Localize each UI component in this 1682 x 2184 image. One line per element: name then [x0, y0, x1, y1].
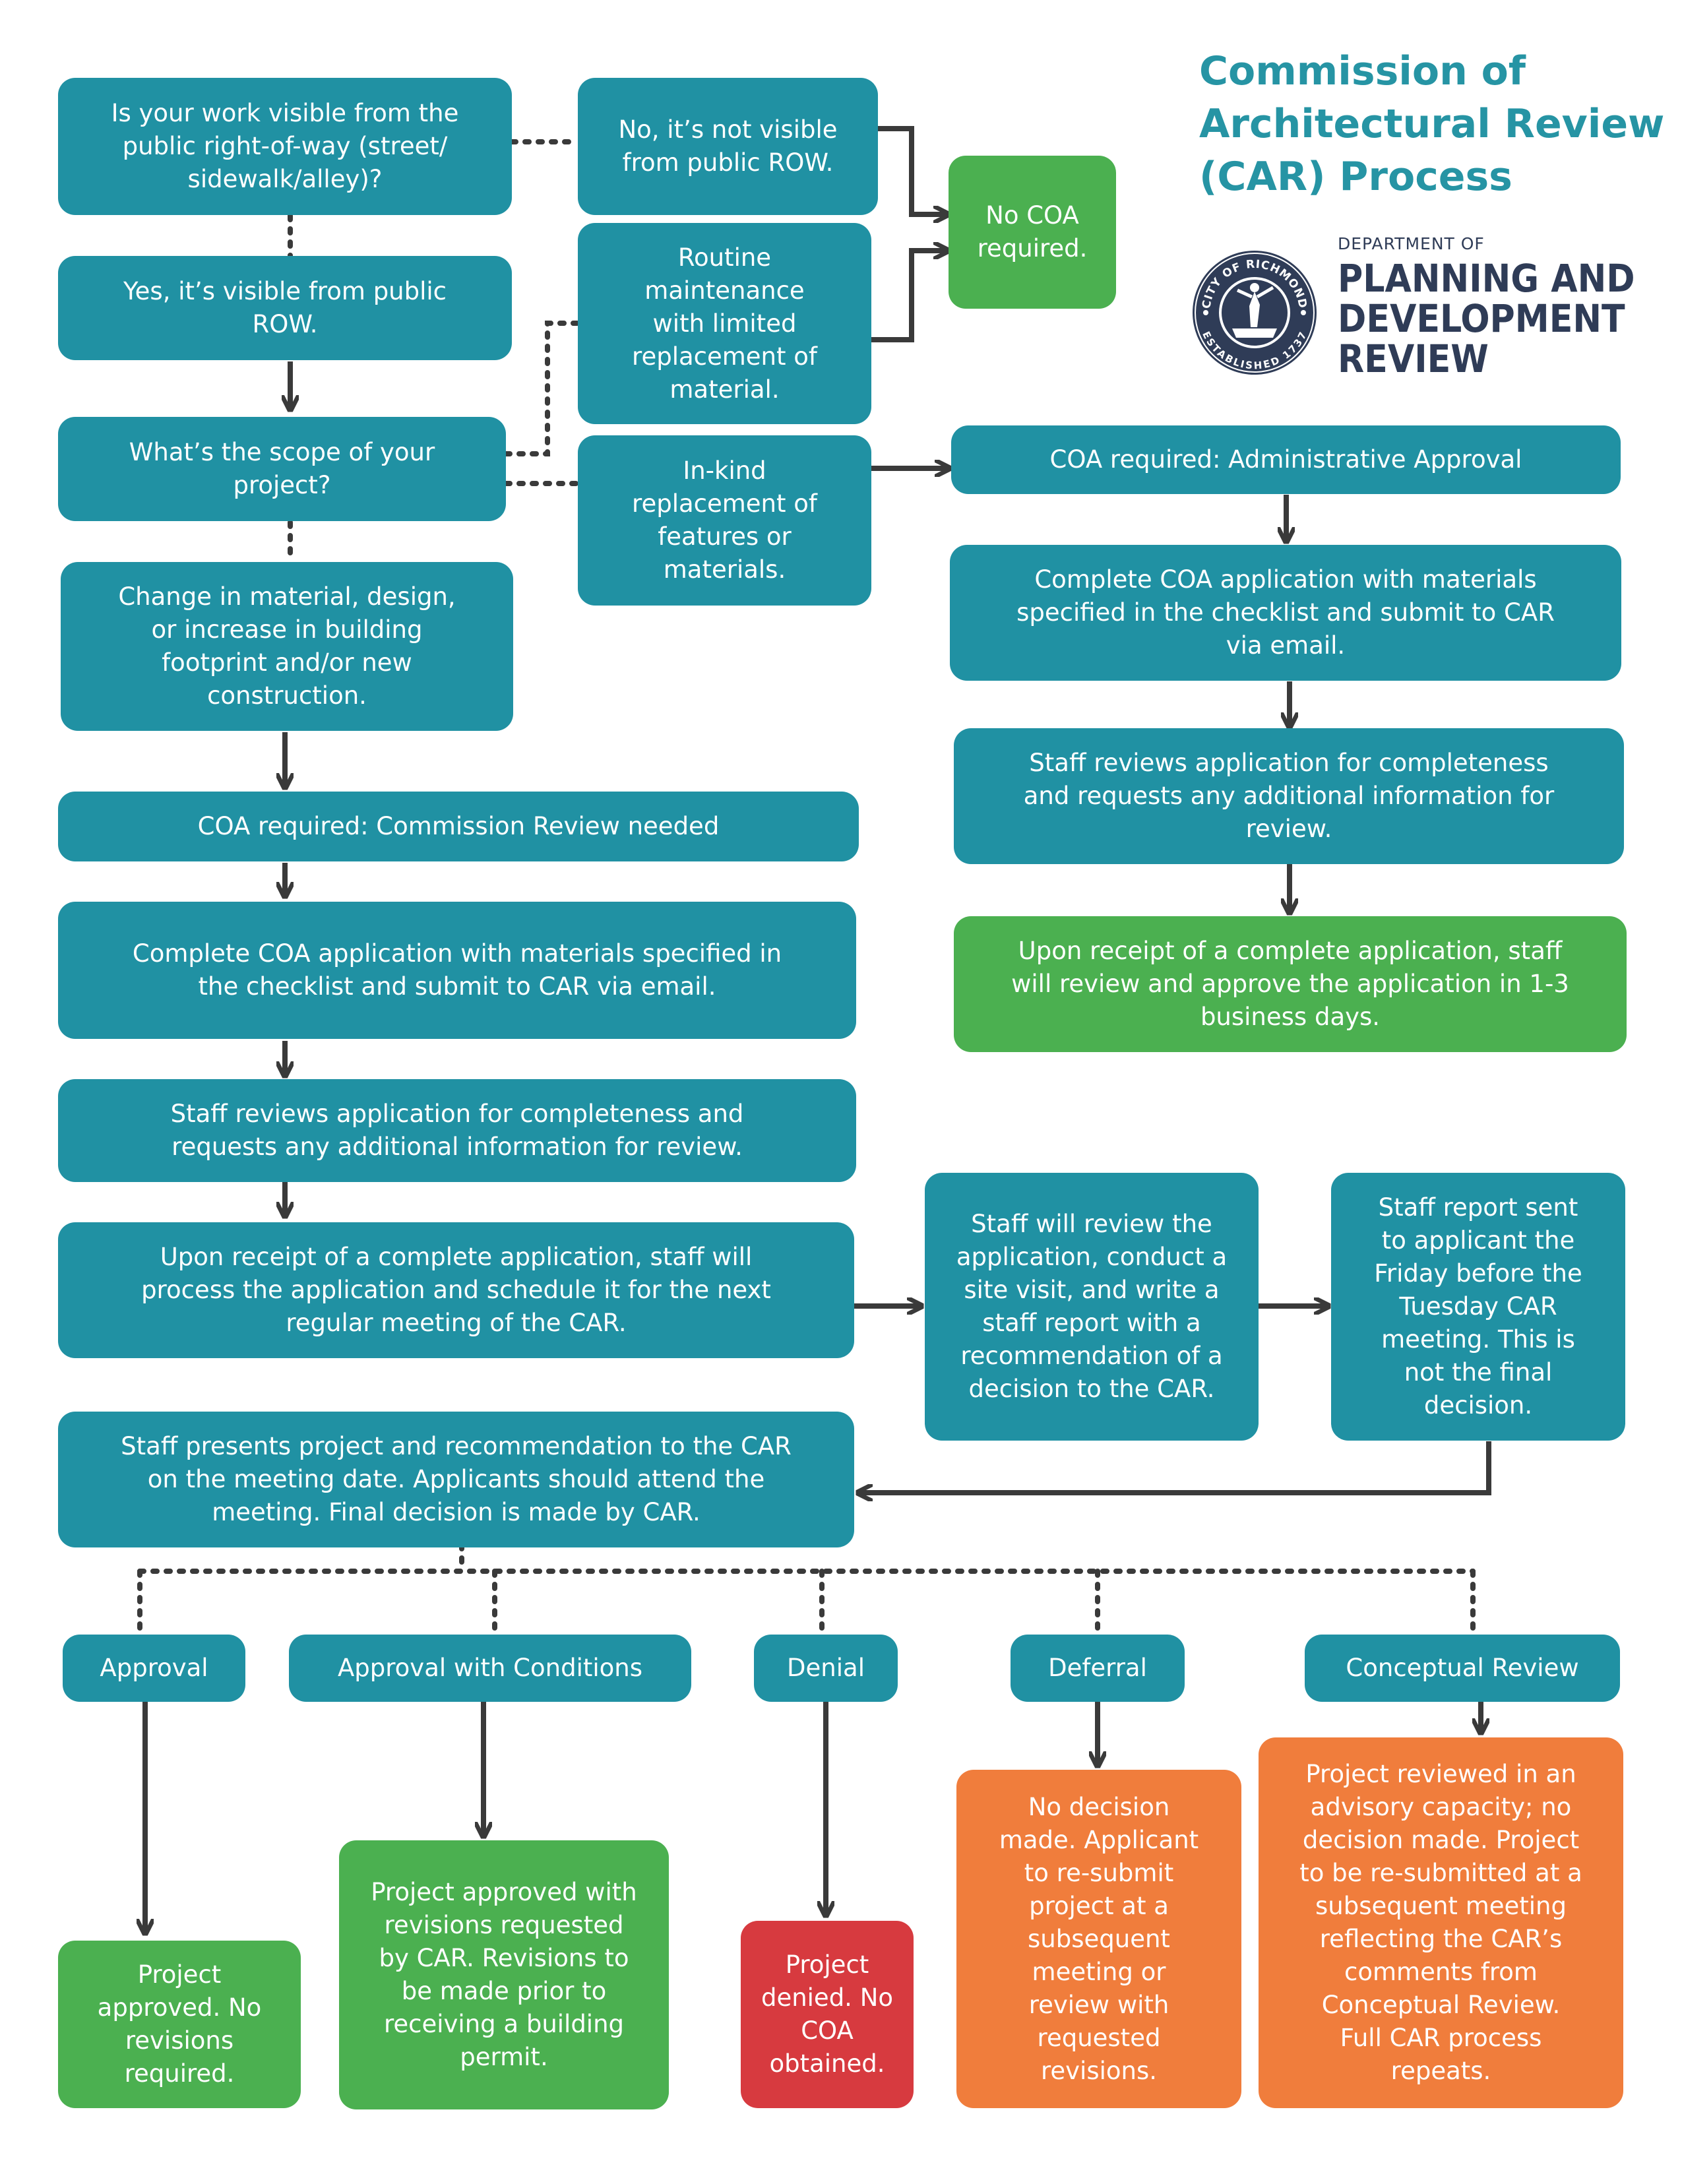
edge-routine-to-nocoa — [871, 251, 949, 342]
title-line-3: (CAR) Process — [1199, 154, 1512, 200]
page-title: Commission of Architectural Review (CAR)… — [1199, 45, 1674, 203]
approval-label: Approval — [63, 1635, 245, 1702]
site-visit-box: Staff will review the application, condu… — [925, 1173, 1259, 1441]
department-label: DEPARTMENT OF — [1338, 234, 1485, 253]
staff-report-box: Staff report sent to applicant the Frida… — [1331, 1173, 1625, 1441]
edge-report-to-presents — [857, 1441, 1491, 1493]
change-material-box: Change in material, design, or increase … — [61, 562, 513, 731]
admin-staff-reviews-box: Staff reviews application for completene… — [954, 728, 1624, 864]
title-line-2: Architectural Review — [1199, 101, 1665, 147]
admin-approve-box: Upon receipt of a complete application, … — [954, 916, 1627, 1052]
scope-question-box: What’s the scope of your project? — [58, 417, 506, 521]
advisory-review-box: Project reviewed in an advisory capacity… — [1259, 1737, 1623, 2108]
dept-name-line-3: REVIEW — [1338, 336, 1489, 381]
conceptual-review-label: Conceptual Review — [1305, 1635, 1620, 1702]
edge-scope-to-routine — [503, 321, 580, 456]
approved-no-revisions-box: Project approved. No revisions required. — [58, 1941, 301, 2108]
dept-name-line-2: DEVELOPMENT — [1338, 296, 1625, 341]
approved-with-revisions-box: Project approved with revisions requeste… — [339, 1840, 669, 2109]
no-decision-box: No decision made. Applicant to re-submit… — [956, 1770, 1241, 2108]
edge-notvisible-to-nocoa — [878, 126, 949, 214]
staff-reviews-box: Staff reviews application for completene… — [58, 1079, 856, 1182]
title-line-1: Commission of — [1199, 48, 1526, 94]
denied-box: Project denied. No COA obtained. — [741, 1921, 914, 2108]
dept-name-line-1: PLANNING AND — [1338, 256, 1635, 301]
city-seal-logo: CITY OF RICHMOND ESTABLISHED 1737 — [1193, 251, 1317, 375]
visible-question-box: Is your work visible from the public rig… — [58, 78, 512, 215]
commission-review-box: COA required: Commission Review needed — [58, 792, 859, 861]
admin-approval-box: COA required: Administrative Approval — [951, 425, 1621, 494]
routine-maintenance-box: Routine maintenance with limited replace… — [578, 223, 871, 424]
visible-yes-box: Yes, it’s visible from public ROW. — [58, 256, 512, 360]
in-kind-replacement-box: In-kind replacement of features or mater… — [578, 435, 871, 606]
deferral-label: Deferral — [1011, 1635, 1185, 1702]
denial-label: Denial — [754, 1635, 898, 1702]
admin-complete-application-box: Complete COA application with materials … — [950, 545, 1621, 681]
schedule-meeting-box: Upon receipt of a complete application, … — [58, 1222, 854, 1358]
complete-application-box: Complete COA application with materials … — [58, 902, 856, 1039]
no-coa-required-box: No COA required. — [949, 156, 1116, 309]
presents-project-box: Staff presents project and recommendatio… — [58, 1412, 854, 1547]
not-visible-box: No, it’s not visible from public ROW. — [578, 78, 878, 215]
approval-with-conditions-label: Approval with Conditions — [289, 1635, 691, 1702]
department-name: PLANNING AND DEVELOPMENT REVIEW — [1338, 259, 1681, 379]
